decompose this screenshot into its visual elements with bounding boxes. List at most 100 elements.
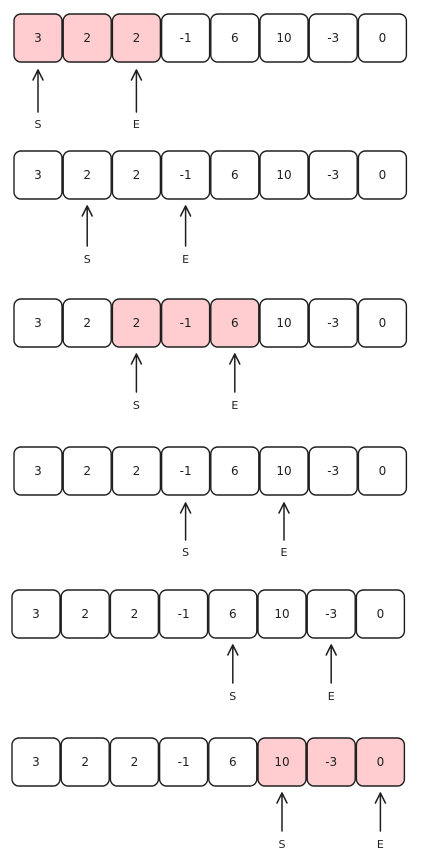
start-pointer: S xyxy=(227,644,239,703)
cell-box xyxy=(208,589,258,639)
cell-value: -3 xyxy=(327,316,339,330)
start-pointer: S xyxy=(32,69,44,131)
array-cell: 3 xyxy=(11,737,61,787)
highlighted-cell-box xyxy=(306,737,356,787)
array-cell: 3 xyxy=(13,13,63,63)
cell-box xyxy=(13,150,63,200)
cell-value: -3 xyxy=(327,31,339,45)
array-cell: 10 xyxy=(259,13,309,63)
cell-box xyxy=(11,737,61,787)
cell-value: 2 xyxy=(83,316,91,330)
array-cell: 10 xyxy=(259,446,309,496)
array-cell: 2 xyxy=(111,446,162,496)
array-cell: 0 xyxy=(357,298,408,348)
cell-box xyxy=(62,150,112,200)
cell-value: 2 xyxy=(131,607,139,621)
start-label: S xyxy=(229,690,236,703)
cell-value: -1 xyxy=(180,464,192,478)
up-arrow-icon xyxy=(229,353,241,365)
cell-box xyxy=(158,737,209,787)
end-label: E xyxy=(182,253,189,266)
end-pointer: E xyxy=(325,644,337,703)
end-pointer: E xyxy=(130,69,143,131)
cell-box xyxy=(13,446,63,496)
cell-value: 2 xyxy=(133,316,141,330)
cell-box xyxy=(111,446,162,496)
cell-box xyxy=(308,13,358,63)
array-cell: 2 xyxy=(111,298,162,348)
cell-box xyxy=(210,150,260,200)
cell-box xyxy=(259,446,309,496)
cell-box xyxy=(109,737,160,787)
cell-box xyxy=(357,13,408,63)
end-pointer: E xyxy=(374,792,387,851)
cell-box xyxy=(210,13,260,63)
array-cell: 2 xyxy=(62,13,112,63)
cell-value: 0 xyxy=(379,168,387,182)
cell-value: 3 xyxy=(32,755,40,769)
cell-value: -1 xyxy=(180,31,192,45)
array-cell: 3 xyxy=(13,298,63,348)
cell-value: 2 xyxy=(133,168,141,182)
cell-box xyxy=(111,150,162,200)
up-arrow-icon xyxy=(325,644,337,656)
cell-value: 10 xyxy=(274,755,289,769)
array-cell: 2 xyxy=(62,150,112,200)
array-cell: -1 xyxy=(158,737,209,787)
highlighted-cell-box xyxy=(62,13,112,63)
cell-box xyxy=(357,298,408,348)
array-cell: -1 xyxy=(158,589,209,639)
up-arrow-icon xyxy=(32,69,44,81)
cell-value: -3 xyxy=(325,755,337,769)
cell-value: 10 xyxy=(276,31,291,45)
array-cell: 2 xyxy=(60,737,110,787)
array-cell: 10 xyxy=(257,589,307,639)
array-cell: 6 xyxy=(210,446,260,496)
cell-value: 2 xyxy=(83,168,91,182)
array-cell: 0 xyxy=(357,150,408,200)
cell-value: 2 xyxy=(81,607,89,621)
cell-box xyxy=(210,446,260,496)
up-arrow-icon xyxy=(81,205,93,217)
cell-box xyxy=(13,298,63,348)
start-label: S xyxy=(133,399,140,412)
array-cell: 3 xyxy=(11,589,61,639)
array-cell: -3 xyxy=(308,298,358,348)
array-cell: 2 xyxy=(111,13,162,63)
cell-box xyxy=(357,446,408,496)
cell-box xyxy=(306,589,356,639)
cell-value: 6 xyxy=(231,316,239,330)
cell-value: 2 xyxy=(81,755,89,769)
cell-value: 10 xyxy=(276,316,291,330)
array-cell: 2 xyxy=(109,589,160,639)
array-cell: 0 xyxy=(357,446,408,496)
cell-value: 3 xyxy=(34,316,42,330)
cell-box xyxy=(60,589,110,639)
highlighted-cell-box xyxy=(13,13,63,63)
cell-box xyxy=(160,150,211,200)
cell-value: 3 xyxy=(32,607,40,621)
array-cell: 10 xyxy=(259,150,309,200)
cell-value: 2 xyxy=(83,31,91,45)
up-arrow-icon xyxy=(179,502,192,514)
cell-box xyxy=(60,737,110,787)
array-cell: 0 xyxy=(357,13,408,63)
end-pointer: E xyxy=(229,353,241,412)
cell-value: 3 xyxy=(34,464,42,478)
cell-value: 3 xyxy=(34,168,42,182)
array-cell: -1 xyxy=(160,150,211,200)
up-arrow-icon xyxy=(130,69,143,81)
array-cell: 10 xyxy=(257,737,307,787)
cell-value: -1 xyxy=(178,755,190,769)
start-pointer: S xyxy=(130,353,143,412)
cell-box xyxy=(308,446,358,496)
cell-value: -3 xyxy=(325,607,337,621)
cell-box xyxy=(160,13,211,63)
array-cell: 2 xyxy=(111,150,162,200)
cell-value: -3 xyxy=(327,464,339,478)
cell-value: -3 xyxy=(327,168,339,182)
cell-box xyxy=(259,298,309,348)
array-cell: 6 xyxy=(208,737,258,787)
